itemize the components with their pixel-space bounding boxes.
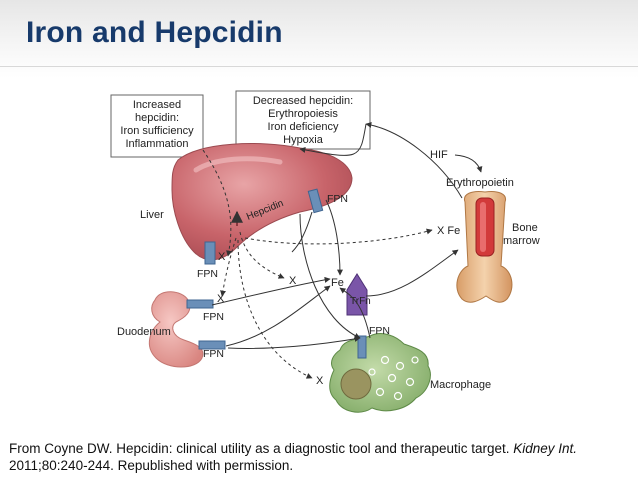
fpn-macrophage [357,335,367,359]
increased-line-2: hepcidin: [135,112,179,124]
fpn-duodenum-bottom [198,340,226,350]
decreased-line-3: Iron deficiency [268,121,339,133]
macrophage-label: Macrophage [430,379,491,391]
fpn-duodenum-top-label: FPN [203,311,224,323]
title-bar: Iron and Hepcidin [0,0,638,78]
x-marker-middle: X [289,275,297,287]
citation: From Coyne DW. Hepcidin: clinical utilit… [9,440,634,474]
iron-flow-arrows [211,121,463,349]
x-fe-label: X Fe [437,225,460,237]
erythropoietin-label: Erythropoietin [446,177,514,189]
fpn-liver-bottom [204,241,216,265]
fe-label: Fe [331,277,344,289]
hepcidin-inhibition-lines [202,149,433,379]
fpn-duodenum-bottom-label: FPN [203,348,224,360]
trfn-label: TrFn [350,296,371,307]
duodenum-label: Duodenum [117,326,171,338]
citation-details: 2011;80:240-244. Republished with permis… [9,458,294,473]
citation-journal: Kidney Int. [513,441,578,456]
title-divider [0,66,638,67]
increased-hepcidin-box: Increased hepcidin: Iron sufficiency Inf… [110,94,204,158]
trfn-illustration [346,273,368,316]
fpn-liver-right-label: FPN [327,193,348,205]
marrow-label: marrow [503,235,540,247]
citation-text: From Coyne DW. Hepcidin: clinical utilit… [9,441,514,456]
page-title: Iron and Hepcidin [26,16,283,49]
x-marker-liver: X [218,251,226,263]
liver-label: Liver [140,209,164,221]
fpn-liver-right [307,188,324,214]
macrophage-illustration [329,333,431,413]
fpn-macrophage-label: FPN [369,325,390,337]
decreased-line-2: Erythropoiesis [268,108,338,120]
bone-marrow-illustration [456,191,513,303]
increased-line-4: Inflammation [126,138,189,150]
decreased-line-4: Hypoxia [283,134,324,146]
fpn-duodenum-top [186,299,214,309]
bone-label: Bone [512,222,538,234]
x-marker-macrophage: X [316,375,324,387]
hif-arrow [454,154,483,173]
fpn-liver-bottom-label: FPN [197,268,218,280]
decreased-hepcidin-box: Decreased hepcidin: Erythropoiesis Iron … [235,90,371,150]
hif-label: HIF [430,149,448,161]
increased-line-3: Iron sufficiency [120,125,194,137]
x-marker-duodenum: X [217,293,225,305]
decreased-line-1: Decreased hepcidin: [253,95,353,107]
increased-line-1: Increased [133,99,181,111]
